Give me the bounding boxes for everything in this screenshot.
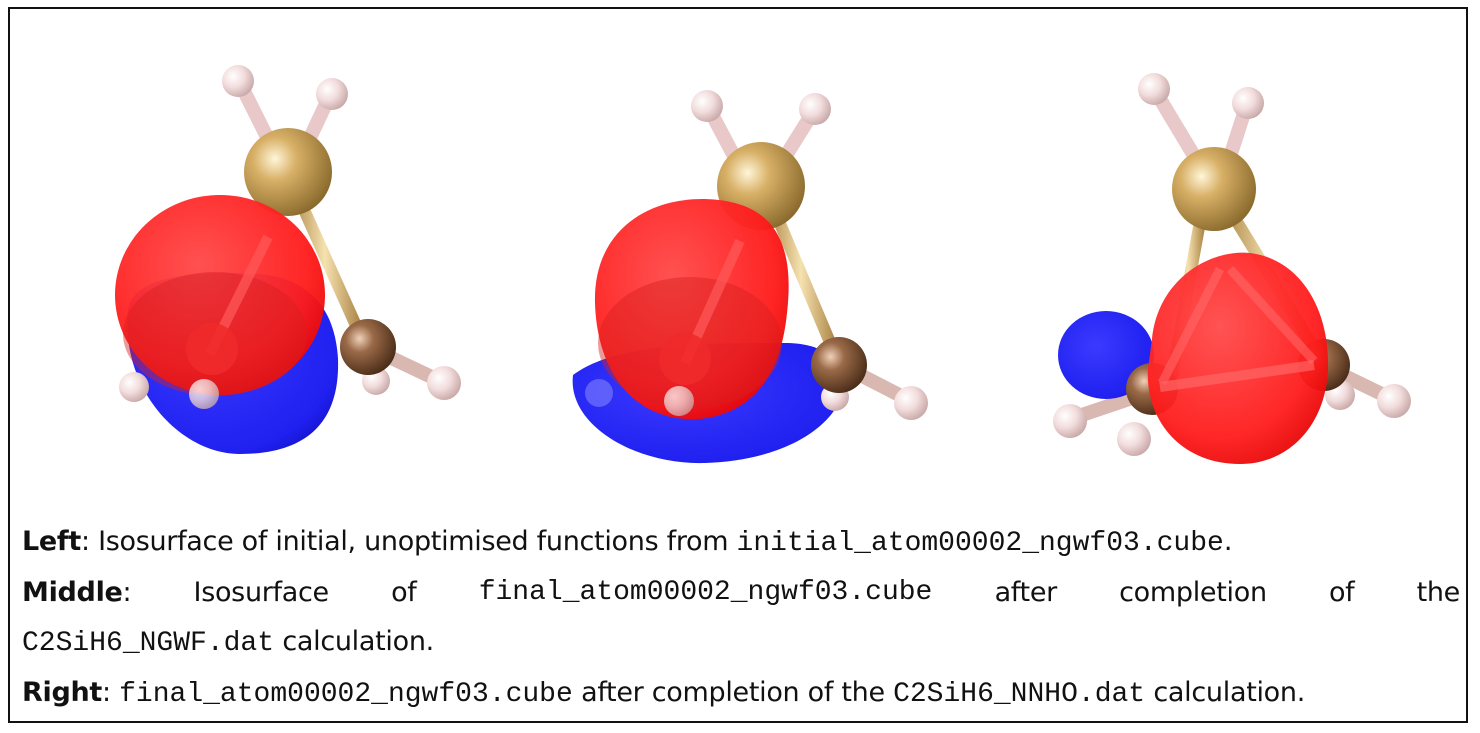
- caption-left-label: Left: [22, 526, 81, 557]
- caption-middle-word-isosurface: Isosurface: [193, 577, 330, 608]
- caption-middle-label: Middle: [22, 577, 123, 608]
- caption-middle-word-completion: completion: [1119, 577, 1267, 608]
- caption-right-file: final_atom00002_ngwf03.cube: [119, 679, 573, 710]
- caption-middle-line2: C2SiH6_NGWF.dat calculation.: [22, 617, 1460, 668]
- caption-middle-file2: C2SiH6_NGWF.dat: [22, 628, 275, 659]
- molecule-render-left: [115, 65, 461, 454]
- caption-left-file: initial_atom00002_ngwf03.cube: [736, 528, 1224, 559]
- caption-left: Left: Isosurface of initial, unoptimised…: [22, 517, 1460, 568]
- caption-right-file2: C2SiH6_NNHO.dat: [893, 679, 1146, 710]
- caption-right-end: calculation.: [1145, 677, 1305, 708]
- caption-right-label: Right: [22, 677, 103, 708]
- caption-middle-word-of: of: [391, 577, 417, 608]
- figure-frame: Left: Isosurface of initial, unoptimised…: [8, 7, 1468, 723]
- caption-right-text: :: [102, 677, 120, 708]
- caption-middle-end: calculation.: [274, 626, 434, 657]
- caption-right: Right: final_atom00002_ngwf03.cube after…: [22, 668, 1460, 719]
- caption-middle-word-after: after: [994, 577, 1058, 608]
- caption-middle-file: final_atom00002_ngwf03.cube: [478, 577, 933, 608]
- caption-middle-colon: :: [122, 577, 132, 608]
- caption-left-end: .: [1223, 526, 1233, 557]
- molecule-render-right: [1053, 73, 1411, 464]
- figure-caption: Left: Isosurface of initial, unoptimised…: [22, 517, 1460, 719]
- caption-left-text: : Isosurface of initial, unoptimised fun…: [80, 526, 737, 557]
- caption-right-mid: after completion of the: [572, 677, 894, 708]
- caption-middle-word-of2: of: [1328, 577, 1355, 608]
- caption-middle-word-the: the: [1416, 577, 1461, 608]
- caption-middle-line1: Middle: Isosurface of final_atom00002_ng…: [22, 568, 1460, 617]
- molecule-render-middle: [572, 90, 928, 464]
- molecule-figure: [115, 65, 1411, 464]
